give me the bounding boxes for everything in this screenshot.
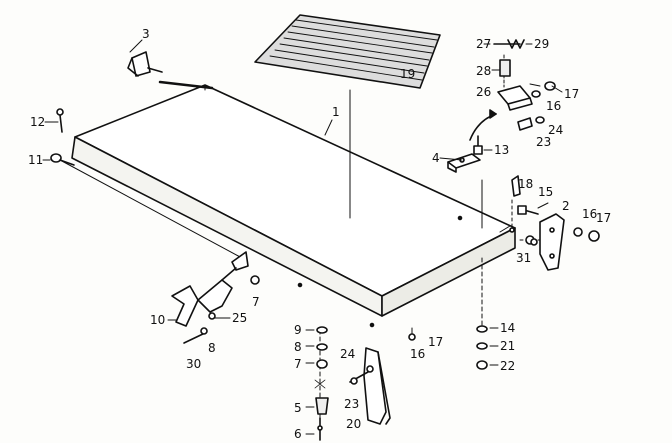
label-part-27: 27 bbox=[476, 37, 491, 51]
label-part-31: 31 bbox=[516, 251, 531, 265]
lever-assembly bbox=[171, 251, 260, 344]
bolt-11 bbox=[50, 153, 75, 166]
label-part-3: 3 bbox=[142, 27, 150, 41]
label-part-14: 14 bbox=[500, 321, 515, 335]
label-part-21: 21 bbox=[500, 339, 515, 353]
label-part-28: 28 bbox=[476, 64, 491, 78]
label-part-20: 20 bbox=[346, 417, 361, 431]
bracket-20 bbox=[349, 333, 416, 425]
label-part-11: 11 bbox=[28, 153, 43, 167]
label-part-18: 18 bbox=[518, 177, 533, 191]
label-part-23: 23 bbox=[344, 397, 359, 411]
label-part-19: 19 bbox=[400, 67, 415, 81]
label-part-25: 25 bbox=[232, 311, 247, 325]
label-part-6: 6 bbox=[294, 427, 302, 441]
label-part-30: 30 bbox=[186, 357, 201, 371]
bracket-2 bbox=[511, 175, 600, 271]
label-part-17: 17 bbox=[564, 87, 579, 101]
label-part-24: 24 bbox=[340, 347, 355, 361]
label-part-7: 7 bbox=[294, 357, 302, 371]
label-part-23: 23 bbox=[536, 135, 551, 149]
label-part-12: 12 bbox=[30, 115, 45, 129]
label-part-16: 16 bbox=[410, 347, 425, 361]
label-part-8: 8 bbox=[294, 340, 302, 354]
label-part-22: 22 bbox=[500, 359, 515, 373]
label-part-29: 29 bbox=[534, 37, 549, 51]
label-part-8: 8 bbox=[208, 341, 216, 355]
label-part-16: 16 bbox=[582, 207, 597, 221]
part-labels: 1 2 3 4 5 6 7 7 8 8 9 10 11 12 13 14 15 … bbox=[28, 27, 611, 441]
label-part-16: 16 bbox=[546, 99, 561, 113]
label-part-17: 17 bbox=[596, 211, 611, 225]
right-stack bbox=[476, 325, 488, 370]
label-part-26: 26 bbox=[476, 85, 491, 99]
label-part-2: 2 bbox=[562, 199, 570, 213]
label-part-4: 4 bbox=[432, 151, 440, 165]
hatched-plate bbox=[254, 14, 441, 89]
label-part-10: 10 bbox=[150, 313, 165, 327]
foot-stack bbox=[315, 326, 329, 441]
pin-12 bbox=[56, 108, 64, 133]
clamp-4 bbox=[447, 109, 497, 173]
label-part-24: 24 bbox=[548, 123, 563, 137]
label-part-17: 17 bbox=[428, 335, 443, 349]
leader-lines bbox=[59, 39, 549, 426]
label-part-5: 5 bbox=[294, 401, 302, 415]
label-part-1: 1 bbox=[332, 105, 340, 119]
label-part-9: 9 bbox=[294, 323, 302, 337]
label-part-7: 7 bbox=[252, 295, 260, 309]
label-part-13: 13 bbox=[494, 143, 509, 157]
label-part-15: 15 bbox=[538, 185, 553, 199]
table-top bbox=[71, 84, 516, 317]
hinge-assembly bbox=[493, 39, 556, 131]
bracket-3 bbox=[127, 51, 163, 77]
